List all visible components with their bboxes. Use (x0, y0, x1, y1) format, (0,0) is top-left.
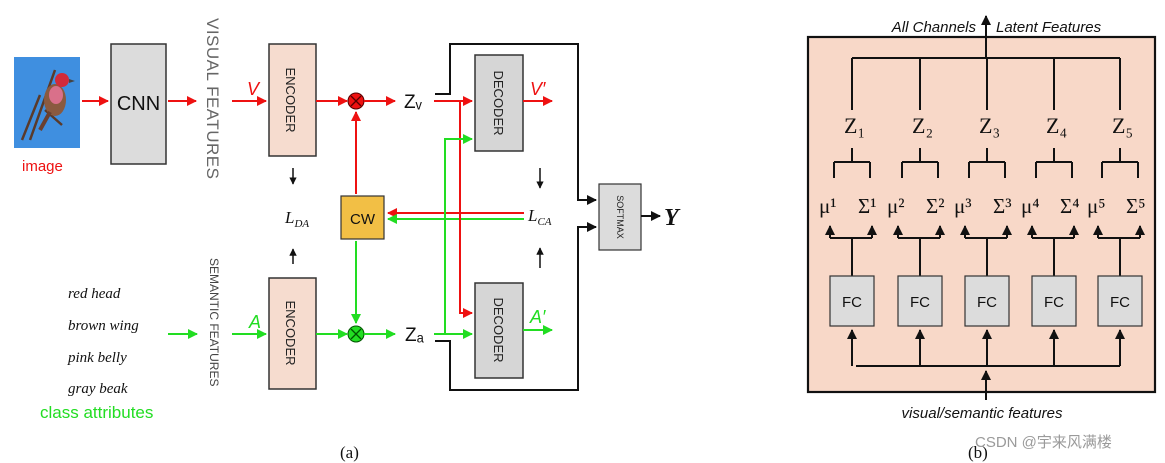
fc-box (1097, 275, 1143, 327)
panel-a: image CNN VISUAL FEATURES SEMANTIC FEATU… (14, 18, 681, 462)
attribute-item: gray beak (68, 381, 128, 397)
fc-label: FC (910, 294, 930, 311)
v-label: V (247, 79, 261, 99)
caption-b: (b) (968, 443, 988, 462)
sigma-label: Σ² (926, 194, 945, 218)
lda-main: L (284, 208, 294, 227)
fc-label: FC (977, 294, 997, 311)
cw-box (340, 195, 385, 240)
cw-label: CW (350, 211, 376, 228)
zv-label: Zᵥ (404, 92, 423, 113)
lca-label: LCA (527, 206, 552, 228)
class-attributes-label: class attributes (40, 403, 153, 422)
a-label: A (248, 312, 261, 332)
fc-box (829, 275, 875, 327)
latent-column: Z₃ μ³ Σ³ FC (954, 113, 1012, 366)
sigma-label: Σ¹ (858, 194, 877, 218)
z-label: Z₅ (1112, 113, 1133, 138)
multiply-top-icon (347, 92, 365, 110)
z-label: Z₃ (979, 113, 1000, 138)
fc-box (1031, 275, 1077, 327)
lca-sub: CA (537, 216, 551, 228)
caption-a: (a) (340, 443, 359, 462)
bird-image (14, 57, 80, 148)
mu-label: μ³ (954, 194, 972, 218)
mu-label: μ² (887, 194, 905, 218)
cnn-label: CNN (117, 93, 160, 115)
attribute-item: red head (68, 286, 121, 302)
z-label: Z₄ (1046, 113, 1067, 138)
attribute-item: pink belly (67, 350, 127, 366)
sigma-label: Σ⁴ (1060, 194, 1080, 218)
mu-label: μ⁴ (1021, 194, 1040, 218)
za-label: Zₐ (405, 325, 425, 346)
mu-label: μ⁵ (1087, 194, 1106, 218)
sigma-label: Σ³ (993, 194, 1012, 218)
z-label: Z₂ (912, 113, 933, 138)
arrow-zv-dec-bottom (459, 101, 473, 318)
all-channels-label: All Channels (891, 19, 977, 36)
lca-main: L (527, 206, 537, 225)
semantic-features-label: SEMANTIC FEATURES (207, 258, 221, 386)
v-prime-label: V′ (530, 79, 546, 99)
encoder-top-box (268, 43, 317, 157)
y-label: Y (664, 205, 681, 231)
latent-column: Z₄ μ⁴ Σ⁴ FC (1021, 113, 1080, 366)
latent-column: Z₂ μ² Σ² FC (887, 113, 945, 366)
visual-features-label: VISUAL FEATURES (203, 18, 222, 179)
decoder-top-box (474, 54, 524, 152)
latent-column: Z₁ μ¹ Σ¹ FC (819, 113, 877, 366)
decoder-bottom-label: DECODER (491, 297, 506, 362)
a-prime-label: A′ (529, 307, 546, 327)
cnn-box (110, 43, 167, 165)
panel-b-frame (806, 35, 1157, 394)
latent-columns: Z₁ μ¹ Σ¹ FC Z₂ μ² Σ² FC Z₃ μ³ Σ³ FC Z₄ μ⁴ Σ⁴ FC Z₅ μ⁵ Σ⁵ FC (819, 113, 1146, 366)
decoder-top-label: DECODER (491, 70, 506, 135)
visual-semantic-label: visual/semantic features (902, 405, 1063, 422)
sigma-label: Σ⁵ (1126, 194, 1146, 218)
z-bracket-stems (851, 58, 1121, 110)
fc-label: FC (1110, 294, 1130, 311)
lda-label: LDA (284, 208, 309, 230)
latent-features-label: Latent Features (996, 19, 1102, 36)
z-label: Z₁ (844, 113, 865, 138)
route-bottom (435, 222, 597, 391)
lda-sub: DA (293, 218, 309, 230)
softmax-box (598, 183, 642, 251)
encoder-top-label: ENCODER (283, 67, 298, 132)
encoder-bottom-label: ENCODER (283, 300, 298, 365)
softmax-label: SOFTMAX (615, 195, 625, 239)
multiply-bottom-icon (347, 325, 365, 343)
route-top (435, 43, 597, 205)
watermark: CSDN @宇来风满楼 (975, 434, 1112, 451)
decoder-bottom-box (474, 282, 524, 379)
fc-box (897, 275, 943, 327)
attribute-item: brown wing (68, 318, 139, 334)
image-label: image (22, 158, 63, 175)
fc-label: FC (842, 294, 862, 311)
panel-b: All Channels Latent Features visual/sema… (806, 15, 1157, 462)
fc-label: FC (1044, 294, 1064, 311)
latent-column: Z₅ μ⁵ Σ⁵ FC (1087, 113, 1146, 366)
fc-box (964, 275, 1010, 327)
arrow-za-dec-top (444, 134, 473, 334)
mu-label: μ¹ (819, 194, 837, 218)
